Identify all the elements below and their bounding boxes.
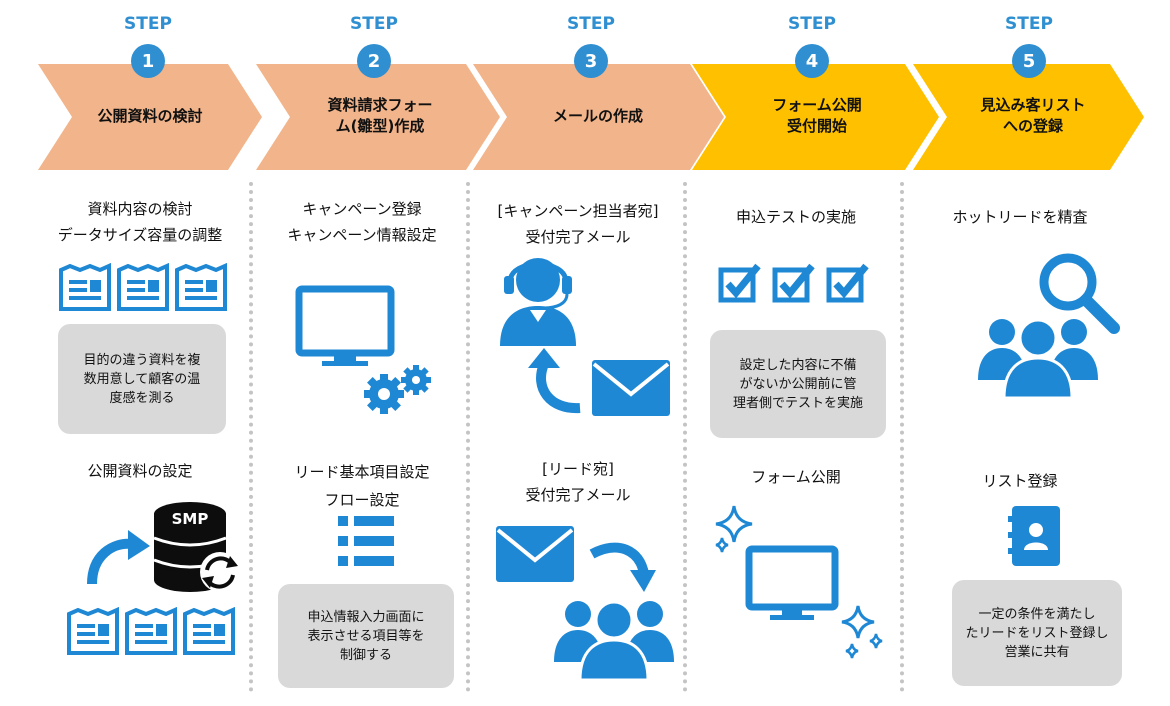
col5-heading-1: ホットリードを精査 bbox=[952, 208, 1088, 226]
users-group-icon bbox=[554, 600, 674, 682]
database-label: SMP bbox=[171, 510, 209, 528]
contact-book-icon bbox=[1008, 506, 1060, 566]
document-icon bbox=[59, 262, 111, 311]
col1-heading-2: 公開資料の設定 bbox=[87, 462, 193, 480]
document-icon bbox=[67, 606, 119, 655]
gears-icon bbox=[364, 365, 431, 414]
step-2-number: 2 bbox=[357, 44, 391, 78]
col3-heading-1: [キャンペーン担当者宛] 受付完了メール bbox=[497, 202, 659, 246]
col4-heading-2: フォーム公開 bbox=[751, 468, 841, 486]
envelope-icon bbox=[592, 360, 670, 416]
checkbox-icon bbox=[826, 263, 869, 303]
document-icons bbox=[67, 606, 235, 655]
step-1-label: STEP bbox=[124, 14, 172, 34]
column-divider bbox=[249, 182, 253, 692]
users-group-icon bbox=[978, 318, 1098, 400]
step-2-title: 資料請求フォー ム(雛型)作成 bbox=[327, 96, 433, 135]
envelope-icon bbox=[496, 526, 574, 582]
return-arrow-icon bbox=[528, 348, 581, 414]
col4-heading-1: 申込テストの実施 bbox=[735, 208, 856, 226]
checkbox-icon bbox=[772, 263, 815, 303]
checkbox-icon bbox=[718, 263, 761, 303]
col2-heading-1: キャンペーン登録 キャンペーン情報設定 bbox=[287, 200, 437, 244]
step-5-arrow bbox=[913, 64, 1144, 170]
step-2-label: STEP bbox=[350, 14, 398, 34]
step-5-title: 見込み客リスト への登録 bbox=[980, 96, 1086, 135]
database-icon bbox=[153, 502, 240, 592]
step-5-label: STEP bbox=[1005, 14, 1053, 34]
monitor-icon bbox=[745, 545, 839, 620]
col2-heading-2: リード基本項目設定 フロー設定 bbox=[294, 463, 430, 509]
col1-heading-1: 資料内容の検討 データサイズ容量の調整 bbox=[57, 200, 223, 244]
step-3-label: STEP bbox=[567, 14, 615, 34]
column-divider bbox=[683, 182, 687, 692]
step-3-title: メールの作成 bbox=[552, 106, 643, 125]
document-icon bbox=[183, 606, 235, 655]
column-divider bbox=[466, 182, 470, 692]
curved-arrow-icon bbox=[87, 530, 150, 585]
operator-icon bbox=[500, 258, 576, 346]
curved-arrow-icon bbox=[589, 542, 656, 592]
document-icon bbox=[175, 262, 227, 311]
sparkle-icon bbox=[841, 605, 883, 659]
col4-note: 設定した内容に不備 がないか公開前に管 理者側でテストを実施 bbox=[710, 330, 886, 438]
column-divider bbox=[900, 182, 904, 692]
col5-heading-2: リスト登録 bbox=[982, 472, 1058, 490]
step-3-arrow bbox=[473, 64, 724, 170]
step-4-arrow bbox=[692, 64, 939, 170]
step-1-title: 公開資料の検討 bbox=[97, 106, 203, 125]
monitor-icon bbox=[295, 285, 395, 366]
step-5-number: 5 bbox=[1012, 44, 1046, 78]
list-icon bbox=[338, 516, 394, 566]
sparkle-icon bbox=[715, 505, 753, 553]
col3-heading-2: [リード宛] 受付完了メール bbox=[525, 460, 631, 504]
document-icon bbox=[117, 262, 169, 311]
col2-note: 申込情報入力画面に 表示させる項目等を 制御する bbox=[278, 584, 454, 688]
step-4-title: フォーム公開 受付開始 bbox=[772, 96, 862, 135]
step-4-label: STEP bbox=[788, 14, 836, 34]
step-4-number: 4 bbox=[795, 44, 829, 78]
document-icons bbox=[59, 262, 227, 311]
step-2-arrow bbox=[256, 64, 500, 170]
col1-note: 目的の違う資料を複 数用意して顧客の温 度感を測る bbox=[58, 324, 226, 434]
step-1-arrow bbox=[38, 64, 262, 170]
step-1-number: 1 bbox=[131, 44, 165, 78]
document-icon bbox=[125, 606, 177, 655]
checkbox-icons bbox=[718, 263, 869, 303]
search-icon bbox=[1039, 253, 1120, 334]
step-3-number: 3 bbox=[574, 44, 608, 78]
col5-note: 一定の条件を満たし たリードをリスト登録し 営業に共有 bbox=[952, 580, 1122, 686]
